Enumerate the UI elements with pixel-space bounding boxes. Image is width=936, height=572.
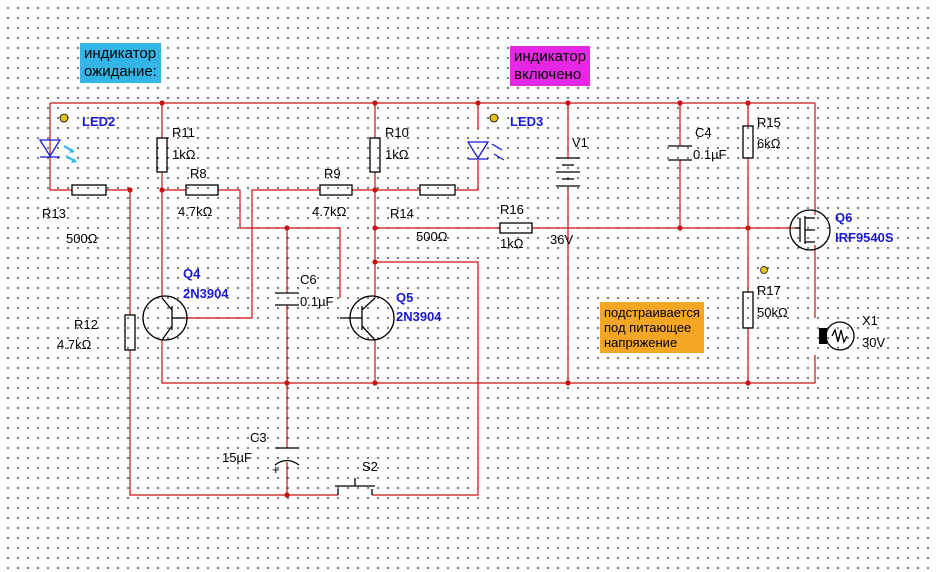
r8-symbol <box>185 184 219 196</box>
q6-value: IRF9540S <box>835 230 894 245</box>
s2-switch-symbol <box>335 478 375 495</box>
c4-label: C4 <box>695 125 712 140</box>
wires <box>49 102 816 496</box>
r17-symbol <box>742 291 754 329</box>
r10-label: R10 <box>385 125 409 140</box>
c3-symbol: + <box>272 447 300 477</box>
q4-label: Q4 <box>183 266 201 281</box>
q5-label: Q5 <box>396 290 413 305</box>
r10-value: 1kΩ <box>385 147 409 162</box>
r15-symbol <box>742 125 754 159</box>
r15-value: 6kΩ <box>757 136 781 151</box>
r12-symbol <box>124 314 136 351</box>
led3-symbol <box>466 113 505 161</box>
x1-label: X1 <box>862 313 878 328</box>
q6-mosfet-symbol <box>789 209 831 251</box>
r16-label: R16 <box>500 202 524 217</box>
r9-value: 4.7kΩ <box>312 204 347 219</box>
q4-value: 2N3904 <box>183 286 229 301</box>
r8-value: 4.7kΩ <box>178 204 213 219</box>
r16-symbol <box>499 222 533 234</box>
r13-label: R13 <box>42 206 66 221</box>
c4-value: 0.1µF <box>693 147 727 162</box>
q5-value: 2N3904 <box>396 309 442 324</box>
c6-label: C6 <box>300 272 317 287</box>
r17-value: 50kΩ <box>757 305 788 320</box>
r13-symbol <box>71 184 107 196</box>
led2-label: LED2 <box>82 114 115 129</box>
q5-transistor-symbol <box>340 295 395 341</box>
r11-value: 1kΩ <box>172 147 196 162</box>
r12-label: R12 <box>74 317 98 332</box>
r14-label: R14 <box>390 206 414 221</box>
note-on-indicator: индикатор включено <box>510 46 591 86</box>
r9-label: R9 <box>324 166 341 181</box>
c6-value: 0.1µF <box>300 294 334 309</box>
r9-symbol <box>319 184 353 196</box>
v1-battery-symbol <box>556 157 580 187</box>
r17-label: R17 <box>757 283 781 298</box>
r15-label: R15 <box>757 115 781 130</box>
r8-label: R8 <box>190 166 207 181</box>
c4-symbol <box>668 145 692 161</box>
s2-label: S2 <box>362 459 378 474</box>
r14-symbol <box>419 184 456 196</box>
note-standby-indicator: индикатор ожидание: <box>80 43 161 83</box>
q6-label: Q6 <box>835 210 852 225</box>
r10-symbol <box>369 137 381 173</box>
led2-symbol <box>38 113 77 163</box>
x1-lamp-symbol <box>819 321 855 351</box>
led3-label: LED3 <box>510 114 543 129</box>
r13-value: 500Ω <box>66 231 98 246</box>
r11-symbol <box>156 137 168 173</box>
c3-value: 15µF <box>222 450 252 465</box>
junctions <box>127 100 751 498</box>
c6-symbol <box>275 292 299 306</box>
q4-transistor-symbol <box>142 295 188 341</box>
v1-value: 36V <box>550 232 573 247</box>
r16-value: 1kΩ <box>500 236 524 251</box>
c3-label: C3 <box>250 430 267 445</box>
svg-text:+: + <box>272 462 280 477</box>
r17-marker-icon <box>760 266 768 274</box>
r14-value: 500Ω <box>416 229 448 244</box>
v1-label: V1 <box>572 135 588 150</box>
r11-label: R11 <box>172 125 195 140</box>
x1-value: 30V <box>862 335 885 350</box>
r12-value: 4.7kΩ <box>57 337 92 352</box>
note-adjust-supply: подстраивается под питающее напряжение <box>600 302 704 353</box>
